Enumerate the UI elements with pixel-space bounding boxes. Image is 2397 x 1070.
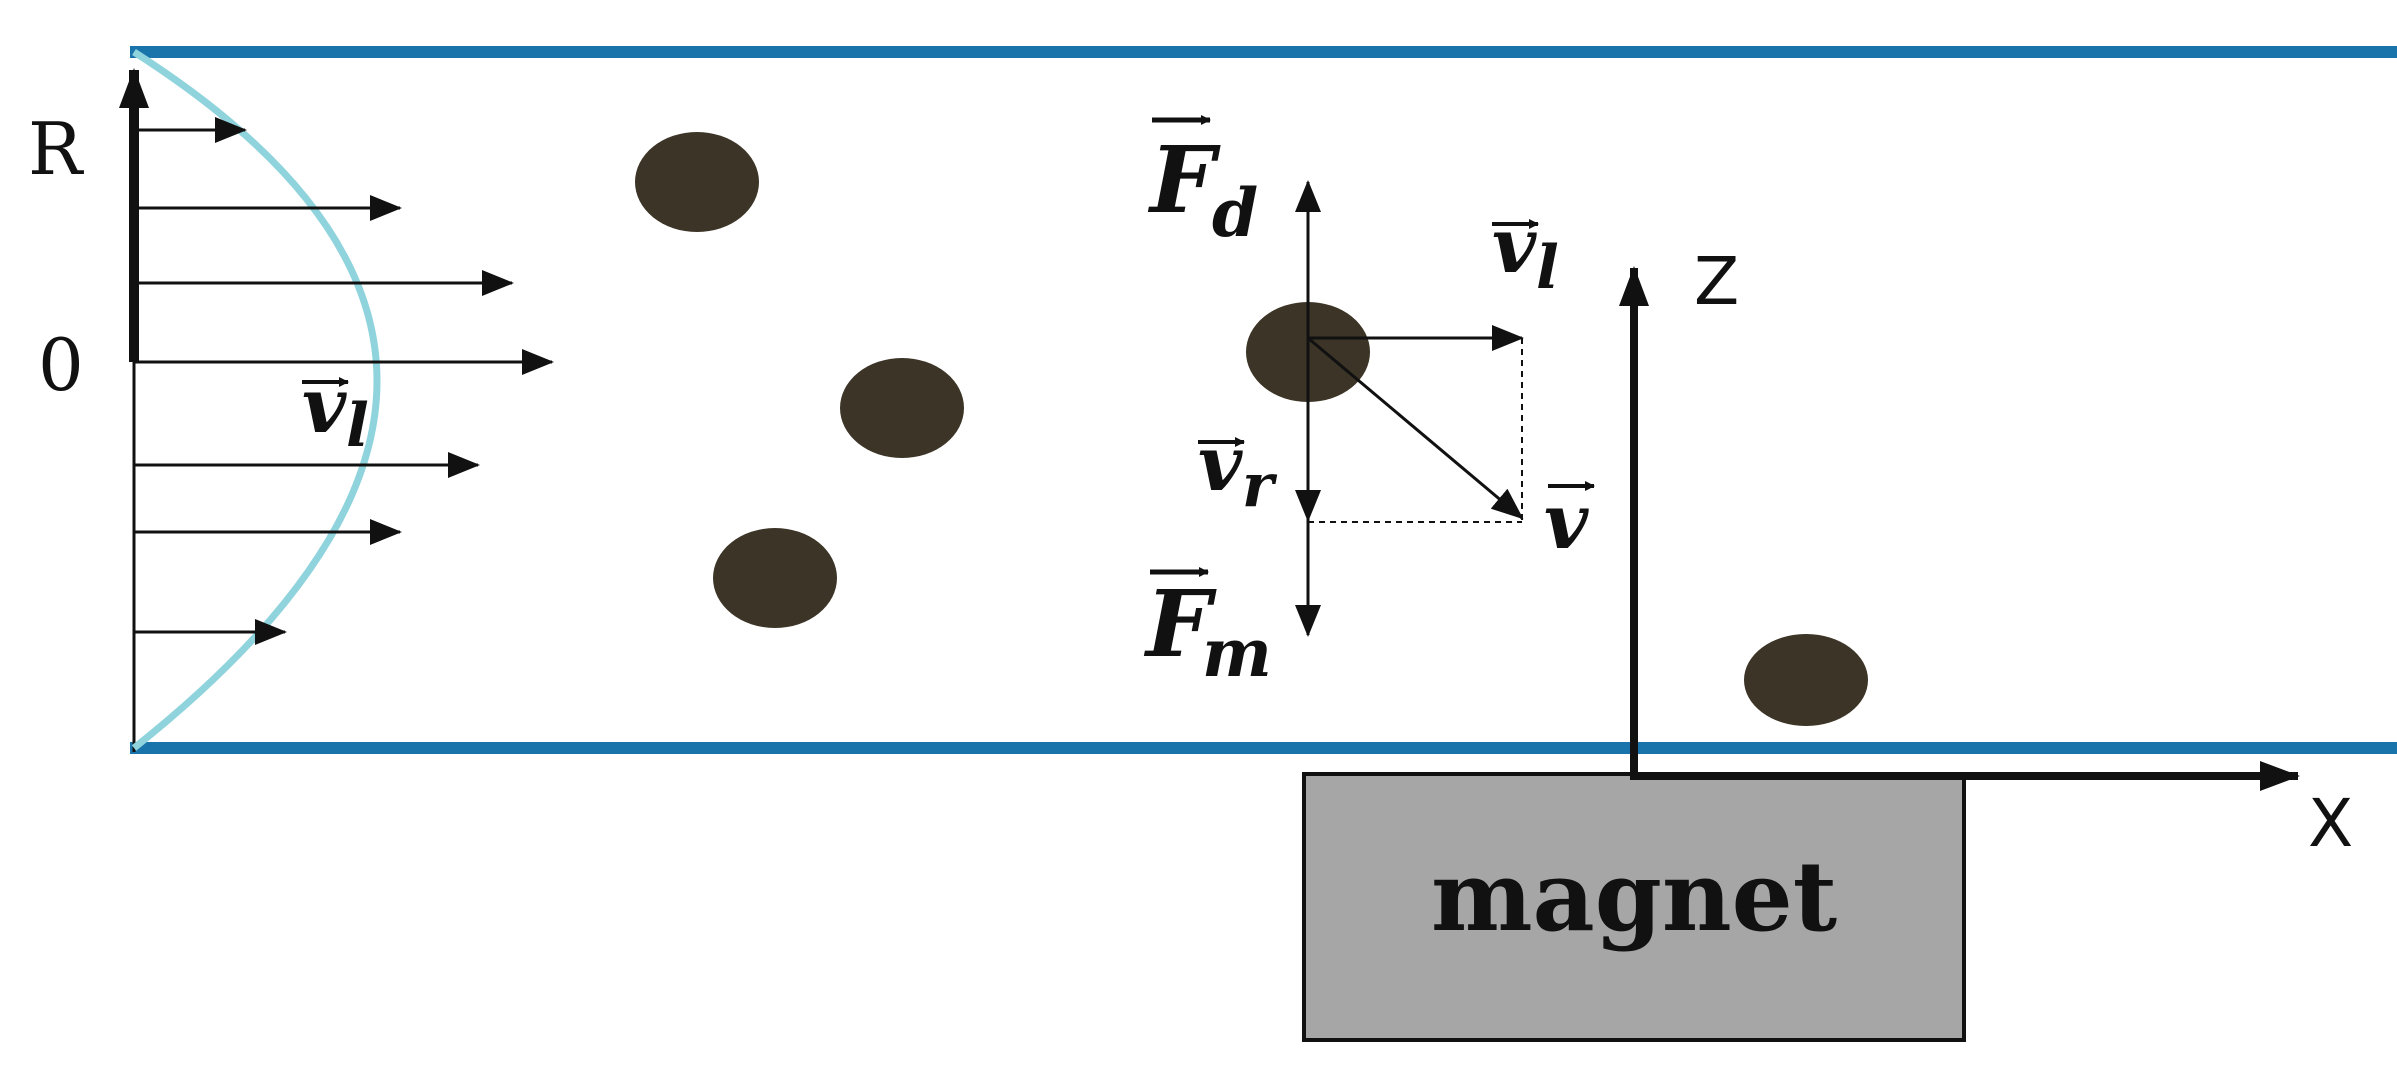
- particle: [840, 358, 964, 458]
- resultant-velocity-label: v: [1544, 477, 1595, 566]
- radial-axis-origin-label: 0: [38, 323, 84, 407]
- svg-text:v: v: [302, 361, 347, 450]
- svg-text:v: v: [1544, 477, 1589, 566]
- velocity-profile-arrows: [134, 117, 554, 645]
- resultant-velocity-arrow: [1307, 336, 1524, 520]
- velocity-profile-label: v l: [302, 361, 369, 461]
- particle: [1744, 634, 1868, 726]
- magnet-label: magnet: [1431, 840, 1837, 953]
- svg-text:l: l: [346, 391, 369, 461]
- svg-text:d: d: [1212, 174, 1258, 252]
- magnetic-force-label: F m: [1143, 567, 1272, 692]
- svg-text:m: m: [1202, 614, 1272, 692]
- liquid-velocity-label: v l: [1492, 201, 1559, 303]
- svg-text:v: v: [1198, 419, 1243, 508]
- particle: [635, 132, 759, 232]
- radial-velocity-label: v r: [1198, 419, 1278, 521]
- x-axis-label: X: [2308, 785, 2353, 862]
- z-axis-label: Z: [1694, 243, 1739, 320]
- svg-text:l: l: [1536, 233, 1559, 303]
- radial-axis-top-label: R: [28, 107, 84, 191]
- drag-force-label: F d: [1147, 115, 1258, 252]
- magnet-block: [1302, 772, 1966, 1042]
- svg-text:F: F: [1147, 126, 1221, 234]
- particle: [713, 528, 837, 628]
- svg-text:r: r: [1242, 451, 1278, 521]
- svg-text:v: v: [1492, 201, 1537, 290]
- svg-text:F: F: [1143, 570, 1217, 678]
